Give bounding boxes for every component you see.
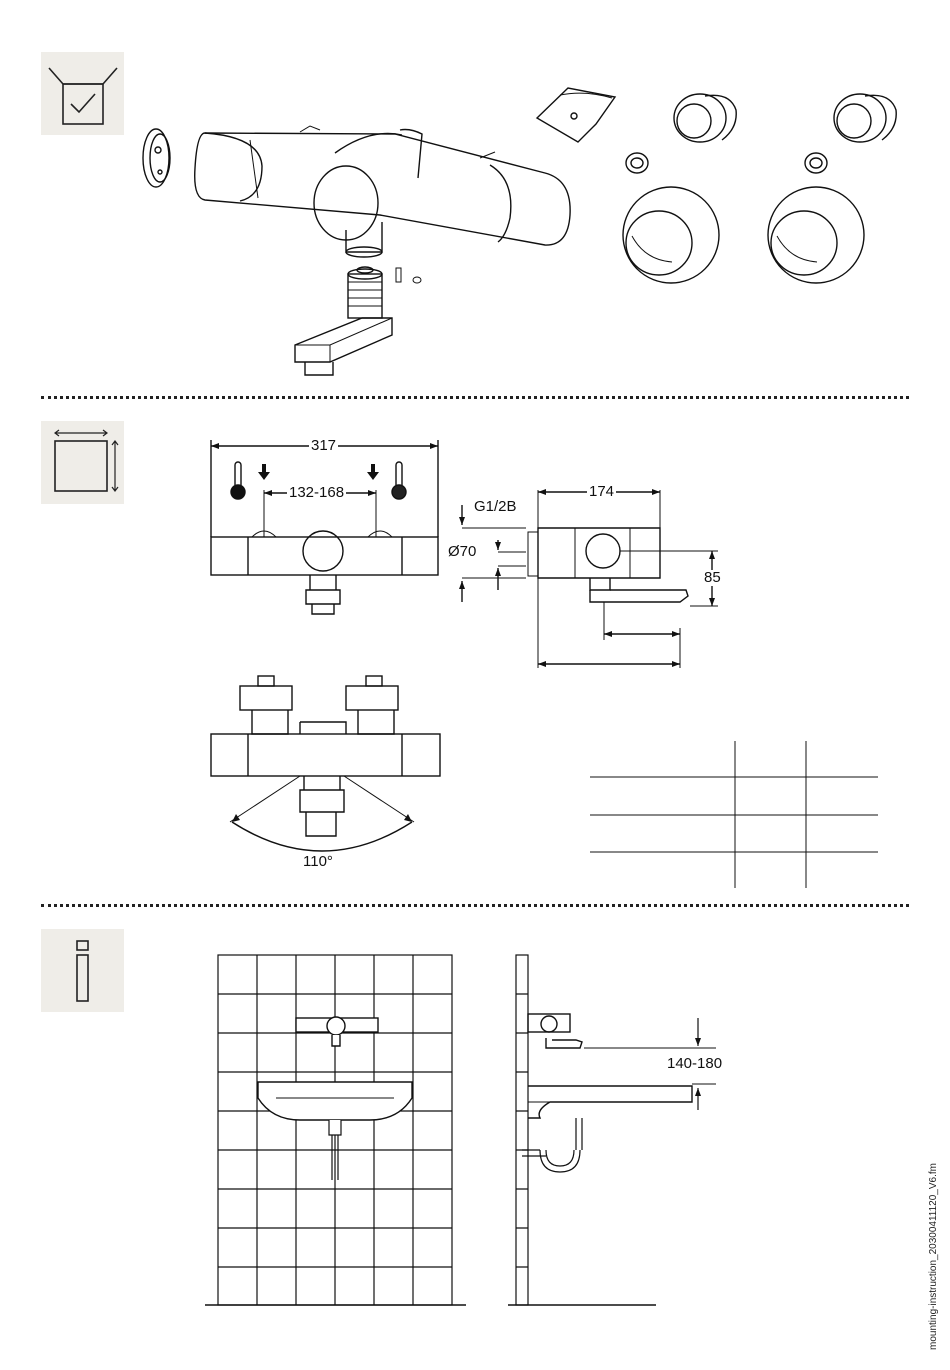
front-view-drawing [211, 440, 438, 614]
dim-connection-thread: G1/2B [472, 499, 519, 515]
dim-installation-height: 140-180 [665, 1056, 724, 1072]
dimension-table [590, 741, 878, 888]
dim-rosette-diameter: Ø70 [446, 544, 478, 560]
side-view-drawing [462, 490, 718, 668]
spout-part [295, 267, 421, 375]
eccentric-connector-part [674, 94, 896, 142]
footer-filename: mounting-instruction_20300411120_V6.fm [928, 1163, 939, 1350]
tile-wall-side-drawing [508, 955, 716, 1305]
tile-wall-front-drawing [205, 955, 466, 1305]
thermostat-body-part [195, 126, 570, 257]
dim-outlet-height: 85 [702, 570, 723, 586]
arrowhead [495, 542, 501, 576]
dim-projection: 174 [587, 484, 616, 500]
wall-rosette-part [623, 187, 864, 283]
grease-packet-part [537, 88, 615, 142]
dim-centers: 132-168 [287, 485, 346, 501]
rosette-plate-part [143, 129, 170, 187]
top-view-drawing [211, 676, 440, 851]
arrow-down-icon [258, 464, 379, 480]
seal-washer-part [626, 153, 827, 173]
arrowhead [232, 814, 412, 822]
thermometer-hot-icon [231, 462, 245, 499]
thermometer-cold-icon [392, 462, 406, 499]
dim-overall-width: 317 [309, 438, 338, 454]
dim-swivel-angle: 110° [301, 854, 335, 870]
